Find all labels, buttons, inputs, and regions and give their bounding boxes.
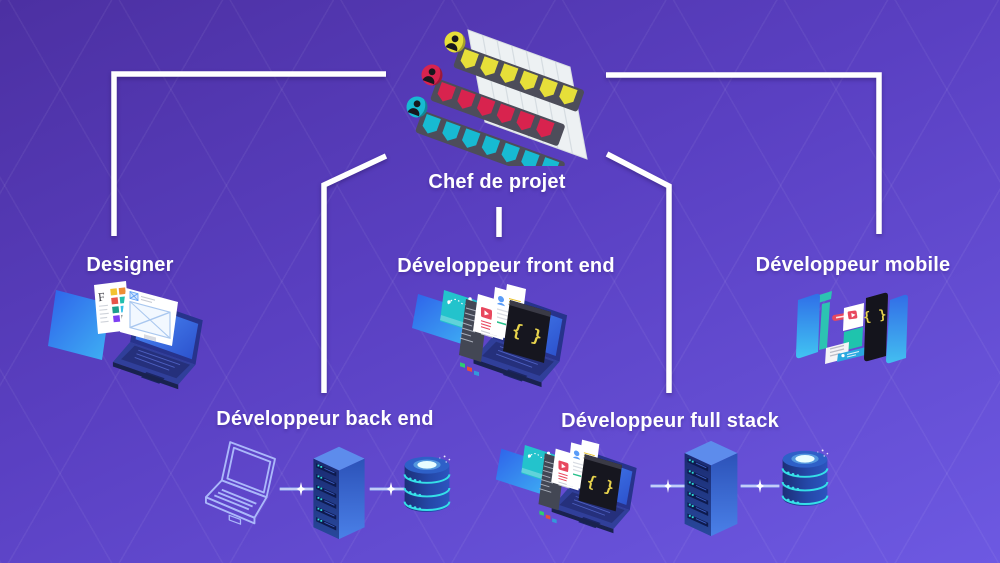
designer-illustration — [46, 276, 226, 400]
front-end-illustration — [410, 278, 595, 390]
label-chef-de-projet: Chef de projet — [428, 171, 566, 193]
full-stack-illustration — [492, 426, 847, 546]
label-developpeur-front-end: Développeur front end — [397, 255, 615, 277]
windows-laptop — [496, 440, 637, 534]
label-developpeur-full-stack: Développeur full stack — [561, 410, 779, 432]
kanban-board-illustration — [398, 8, 598, 166]
database-icon — [405, 455, 451, 512]
label-developpeur-back-end: Développeur back end — [216, 408, 434, 430]
server-tower — [685, 441, 738, 536]
server-tower — [313, 447, 364, 539]
connector-chef-backend — [321, 153, 388, 393]
connector-chef-designer — [111, 71, 386, 236]
back-end-illustration — [205, 441, 467, 548]
connector-chef-fullstack — [605, 151, 672, 393]
connector-chef-mobile — [606, 72, 882, 234]
label-designer: Designer — [86, 254, 174, 276]
glow-link — [650, 479, 686, 493]
glow-link — [740, 479, 780, 493]
label-developpeur-mobile: Développeur mobile — [755, 254, 951, 276]
database-icon — [783, 449, 829, 506]
wireframe-laptop — [205, 441, 276, 526]
mobile-illustration — [795, 290, 909, 365]
